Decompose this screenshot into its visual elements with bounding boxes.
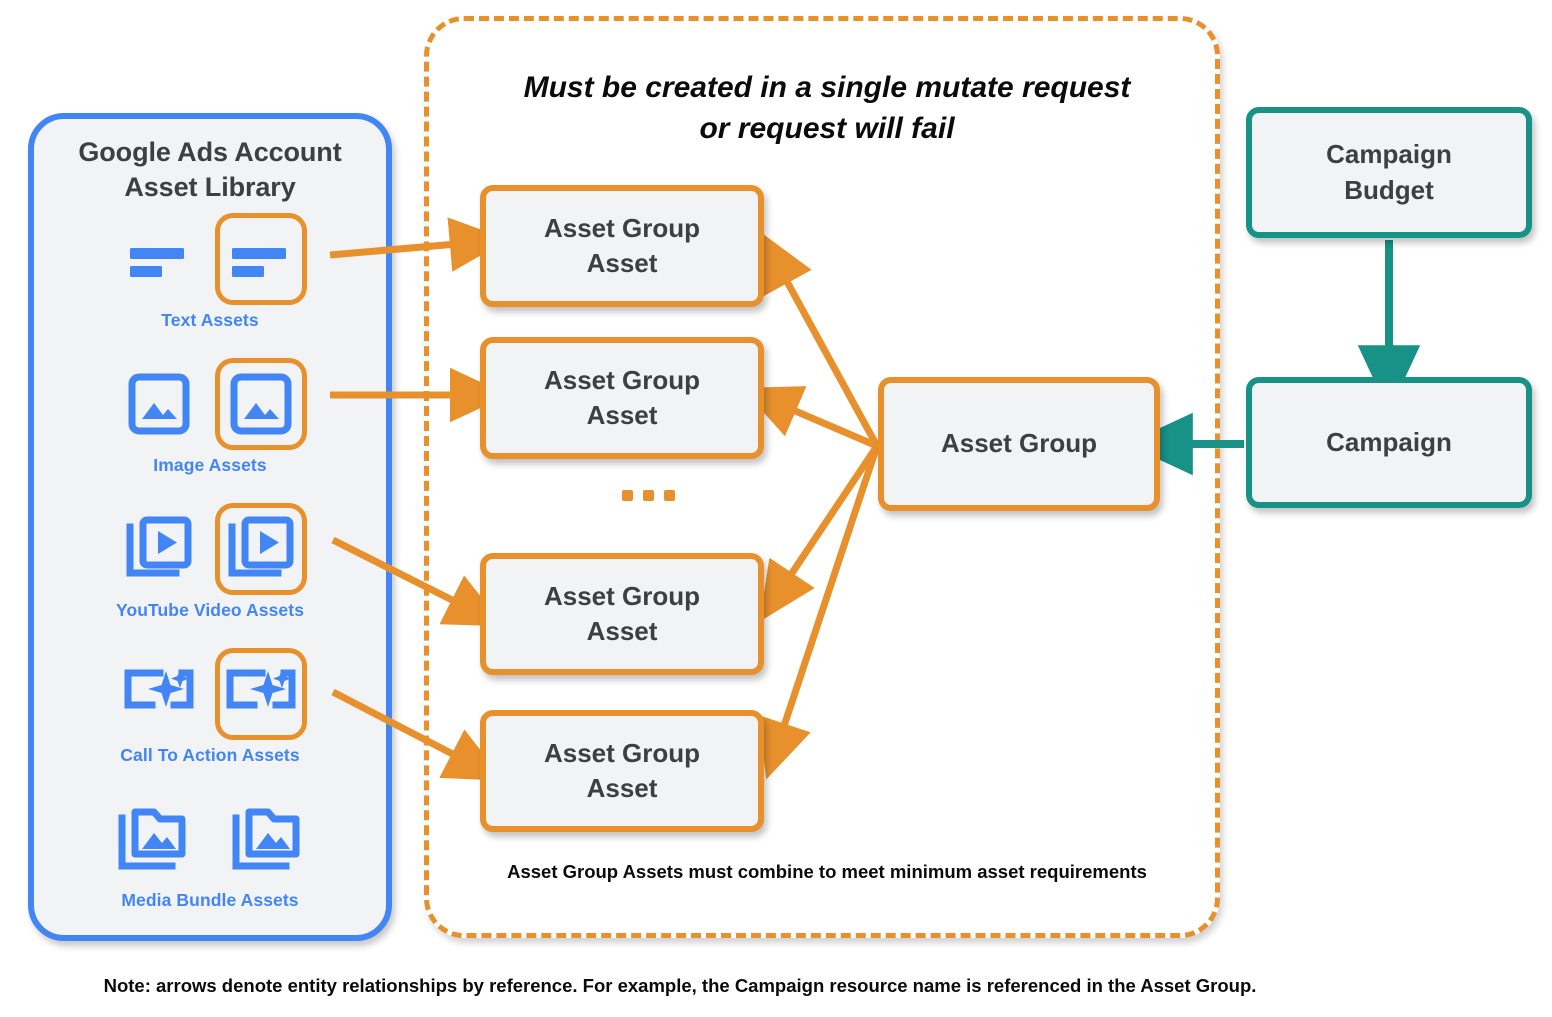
- mutate-title-line1: Must be created in a single mutate reque…: [523, 71, 1131, 104]
- ellipsis-dot: [643, 490, 654, 501]
- library-caption-video-assets: YouTube Video Assets: [115, 600, 305, 620]
- library-caption-text-assets: Text Assets: [161, 310, 259, 330]
- library-item-video-assets[interactable]: YouTube Video Assets: [34, 501, 386, 621]
- node-label-line2: Asset: [586, 400, 658, 430]
- text-lines-icon-ghost: [113, 213, 205, 305]
- node-label-line1: Asset Group: [543, 364, 701, 395]
- library-item-image-assets[interactable]: Image Assets: [34, 356, 386, 476]
- library-item-text-assets[interactable]: Text Assets: [34, 211, 386, 331]
- asset-library-panel: Google Ads Account Asset Library: [28, 113, 392, 941]
- ellipsis-dot: [664, 490, 675, 501]
- media-bundle-icon: [232, 808, 300, 870]
- library-title-line2: Asset Library: [124, 171, 296, 202]
- image-icon-ghost: [113, 358, 205, 450]
- text-lines-icon: [130, 248, 184, 277]
- node-asset-group-asset-4[interactable]: Asset Group Asset: [480, 710, 764, 832]
- node-label-line1: Asset Group: [543, 580, 701, 611]
- library-title: Google Ads Account Asset Library: [34, 135, 386, 205]
- mutate-container-title: Must be created in a single mutate reque…: [469, 67, 1185, 150]
- node-label-line1: Asset Group: [543, 737, 701, 768]
- ellipsis-dot: [622, 490, 633, 501]
- video-stack-icon: [228, 516, 294, 577]
- call-to-action-icon: [226, 669, 296, 709]
- node-label: Asset Group: [940, 428, 1098, 459]
- node-label-line1: Campaign: [1326, 139, 1452, 170]
- node-label-line2: Asset: [586, 616, 658, 646]
- call-to-action-icon: [124, 669, 194, 709]
- ellipsis-more-asset-group-assets: [622, 490, 682, 501]
- video-stack-icon-ghost: [113, 503, 205, 595]
- media-bundle-icon: [118, 808, 186, 870]
- diagram-footer-note: Note: arrows denote entity relationships…: [103, 975, 1257, 996]
- node-campaign-budget[interactable]: Campaign Budget: [1246, 107, 1532, 238]
- library-item-cta-assets[interactable]: Call To Action Assets: [34, 646, 386, 766]
- call-to-action-icon-selected[interactable]: [215, 648, 307, 740]
- mutate-container-footnote: Asset Group Assets must combine to meet …: [507, 861, 1147, 882]
- library-caption-image-assets: Image Assets: [153, 455, 267, 475]
- node-asset-group-asset-1[interactable]: Asset Group Asset: [480, 185, 764, 307]
- mutate-title-line2: or request will fail: [699, 112, 955, 146]
- library-title-line1: Google Ads Account: [78, 137, 342, 167]
- media-bundle-icon-ghost: [107, 793, 199, 885]
- node-asset-group-asset-2[interactable]: Asset Group Asset: [480, 337, 764, 459]
- node-asset-group[interactable]: Asset Group: [878, 377, 1160, 511]
- text-lines-icon: [232, 248, 286, 277]
- library-caption-media-bundle-assets: Media Bundle Assets: [121, 890, 299, 910]
- node-label-line2: Asset: [586, 773, 658, 803]
- image-icon: [230, 373, 292, 435]
- video-stack-icon-selected[interactable]: [215, 503, 307, 595]
- image-icon-selected[interactable]: [215, 358, 307, 450]
- node-label: Campaign: [1326, 426, 1452, 457]
- node-asset-group-asset-3[interactable]: Asset Group Asset: [480, 553, 764, 675]
- image-icon: [128, 373, 190, 435]
- text-lines-icon-selected[interactable]: [215, 213, 307, 305]
- library-caption-cta-assets: Call To Action Assets: [120, 745, 300, 765]
- video-stack-icon: [126, 516, 192, 577]
- library-item-media-bundle-assets[interactable]: Media Bundle Assets: [34, 791, 386, 911]
- node-label-line2: Asset: [586, 248, 658, 278]
- node-label-line1: Asset Group: [543, 212, 701, 243]
- call-to-action-icon-ghost: [113, 648, 205, 740]
- node-campaign[interactable]: Campaign: [1246, 377, 1532, 508]
- node-label-line2: Budget: [1344, 174, 1434, 205]
- media-bundle-icon-2: [221, 793, 313, 885]
